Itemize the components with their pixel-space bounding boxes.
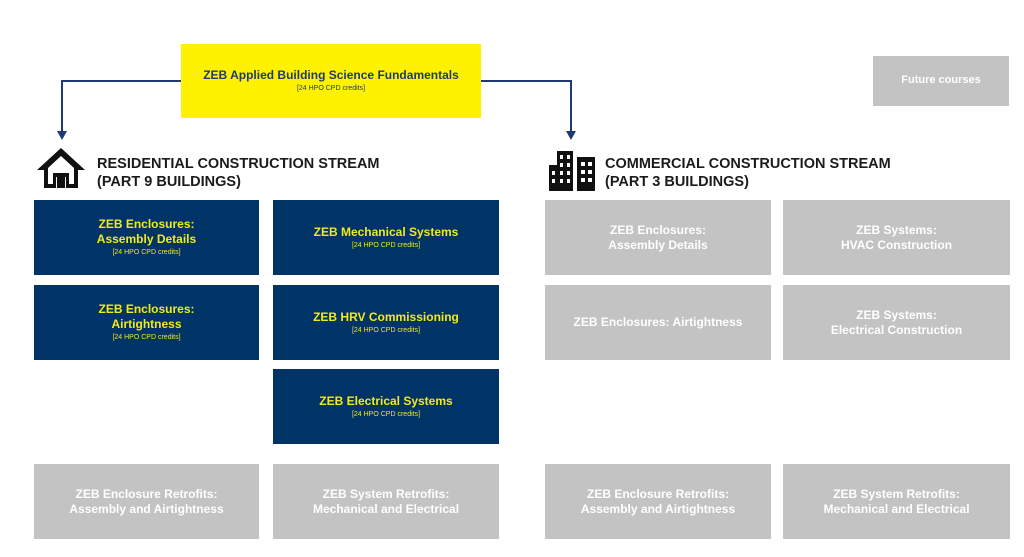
future-courses-label: Future courses (901, 74, 981, 87)
course-title-line1: ZEB Enclosures: (609, 222, 707, 237)
course-title-line2: Mechanical and Electrical (823, 501, 970, 516)
com-course-electrical-construction[interactable]: ZEB Systems: Electrical Construction (783, 285, 1010, 360)
arrow-to-residential (61, 80, 181, 133)
course-title-line1: ZEB Mechanical Systems (313, 224, 459, 239)
fundamentals-course[interactable]: ZEB Applied Building Science Fundamental… (181, 44, 481, 118)
course-credits: [24 HPO CPD credits] (112, 249, 181, 257)
res-course-hrv-commissioning[interactable]: ZEB HRV Commissioning [24 HPO CPD credit… (273, 285, 499, 360)
course-title-line1: ZEB Enclosures: (98, 217, 195, 232)
res-retrofit-enclosure[interactable]: ZEB Enclosure Retrofits: Assembly and Ai… (34, 464, 259, 539)
course-title-line2: Assembly Details (96, 232, 197, 247)
residential-heading-line2: (PART 9 BUILDINGS) (97, 174, 241, 190)
res-course-electrical-systems[interactable]: ZEB Electrical Systems [24 HPO CPD credi… (273, 369, 499, 444)
commercial-heading-line1: COMMERCIAL CONSTRUCTION STREAM (605, 156, 891, 172)
res-retrofit-system[interactable]: ZEB System Retrofits: Mechanical and Ele… (273, 464, 499, 539)
course-title-line2: Electrical Construction (830, 322, 963, 337)
commercial-stream-heading: COMMERCIAL CONSTRUCTION STREAM (PART 3 B… (605, 155, 891, 191)
commercial-heading-line2: (PART 3 BUILDINGS) (605, 174, 749, 190)
house-icon (37, 148, 85, 188)
arrow-head-residential (57, 131, 67, 140)
future-courses-legend: Future courses (873, 56, 1009, 106)
course-title-line1: ZEB System Retrofits: (833, 486, 960, 501)
course-credits: [24 HPO CPD credits] (351, 241, 421, 249)
fundamentals-credits: [24 HPO CPD credits] (296, 85, 366, 93)
course-title-line2: Assembly and Airtightness (69, 501, 224, 516)
course-title-line1: ZEB Electrical Systems (319, 393, 453, 408)
fundamentals-title: ZEB Applied Building Science Fundamental… (203, 68, 459, 83)
com-course-hvac-construction[interactable]: ZEB Systems: HVAC Construction (783, 200, 1010, 275)
course-title-line1: ZEB System Retrofits: (322, 486, 450, 501)
course-title-line2: HVAC Construction (840, 237, 953, 252)
course-title-line1: ZEB Systems: (856, 222, 937, 237)
course-title-line1: ZEB Systems: (856, 307, 937, 322)
course-credits: [24 HPO CPD credits] (112, 334, 181, 342)
course-credits: [24 HPO CPD credits] (351, 326, 421, 334)
res-course-assembly-details[interactable]: ZEB Enclosures: Assembly Details [24 HPO… (34, 200, 259, 275)
com-retrofit-enclosure[interactable]: ZEB Enclosure Retrofits: Assembly and Ai… (545, 464, 771, 539)
res-course-airtightness[interactable]: ZEB Enclosures: Airtightness [24 HPO CPD… (34, 285, 259, 360)
residential-stream-heading: RESIDENTIAL CONSTRUCTION STREAM (PART 9 … (97, 155, 380, 191)
buildings-icon (549, 151, 595, 191)
com-course-airtightness[interactable]: ZEB Enclosures: Airtightness (545, 285, 771, 360)
course-title-line2: Assembly and Airtightness (580, 501, 736, 516)
course-title-line2: Assembly Details (608, 237, 708, 252)
residential-heading-line1: RESIDENTIAL CONSTRUCTION STREAM (97, 156, 380, 172)
course-title-line2: Mechanical and Electrical (312, 501, 460, 516)
course-credits: [24 HPO CPD credits] (351, 410, 421, 418)
course-title-line1: ZEB Enclosure Retrofits: (75, 486, 218, 501)
course-title-line1: ZEB Enclosures: Airtightness (573, 315, 743, 329)
res-course-mechanical-systems[interactable]: ZEB Mechanical Systems [24 HPO CPD credi… (273, 200, 499, 275)
arrow-head-commercial (566, 131, 576, 140)
arrow-to-commercial (481, 80, 572, 133)
com-course-assembly-details[interactable]: ZEB Enclosures: Assembly Details (545, 200, 771, 275)
course-title-line1: ZEB Enclosure Retrofits: (586, 486, 730, 501)
course-title-line2: Airtightness (111, 317, 182, 332)
com-retrofit-system[interactable]: ZEB System Retrofits: Mechanical and Ele… (783, 464, 1010, 539)
course-title-line1: ZEB Enclosures: (98, 302, 195, 317)
course-title-line1: ZEB HRV Commissioning (313, 309, 459, 324)
